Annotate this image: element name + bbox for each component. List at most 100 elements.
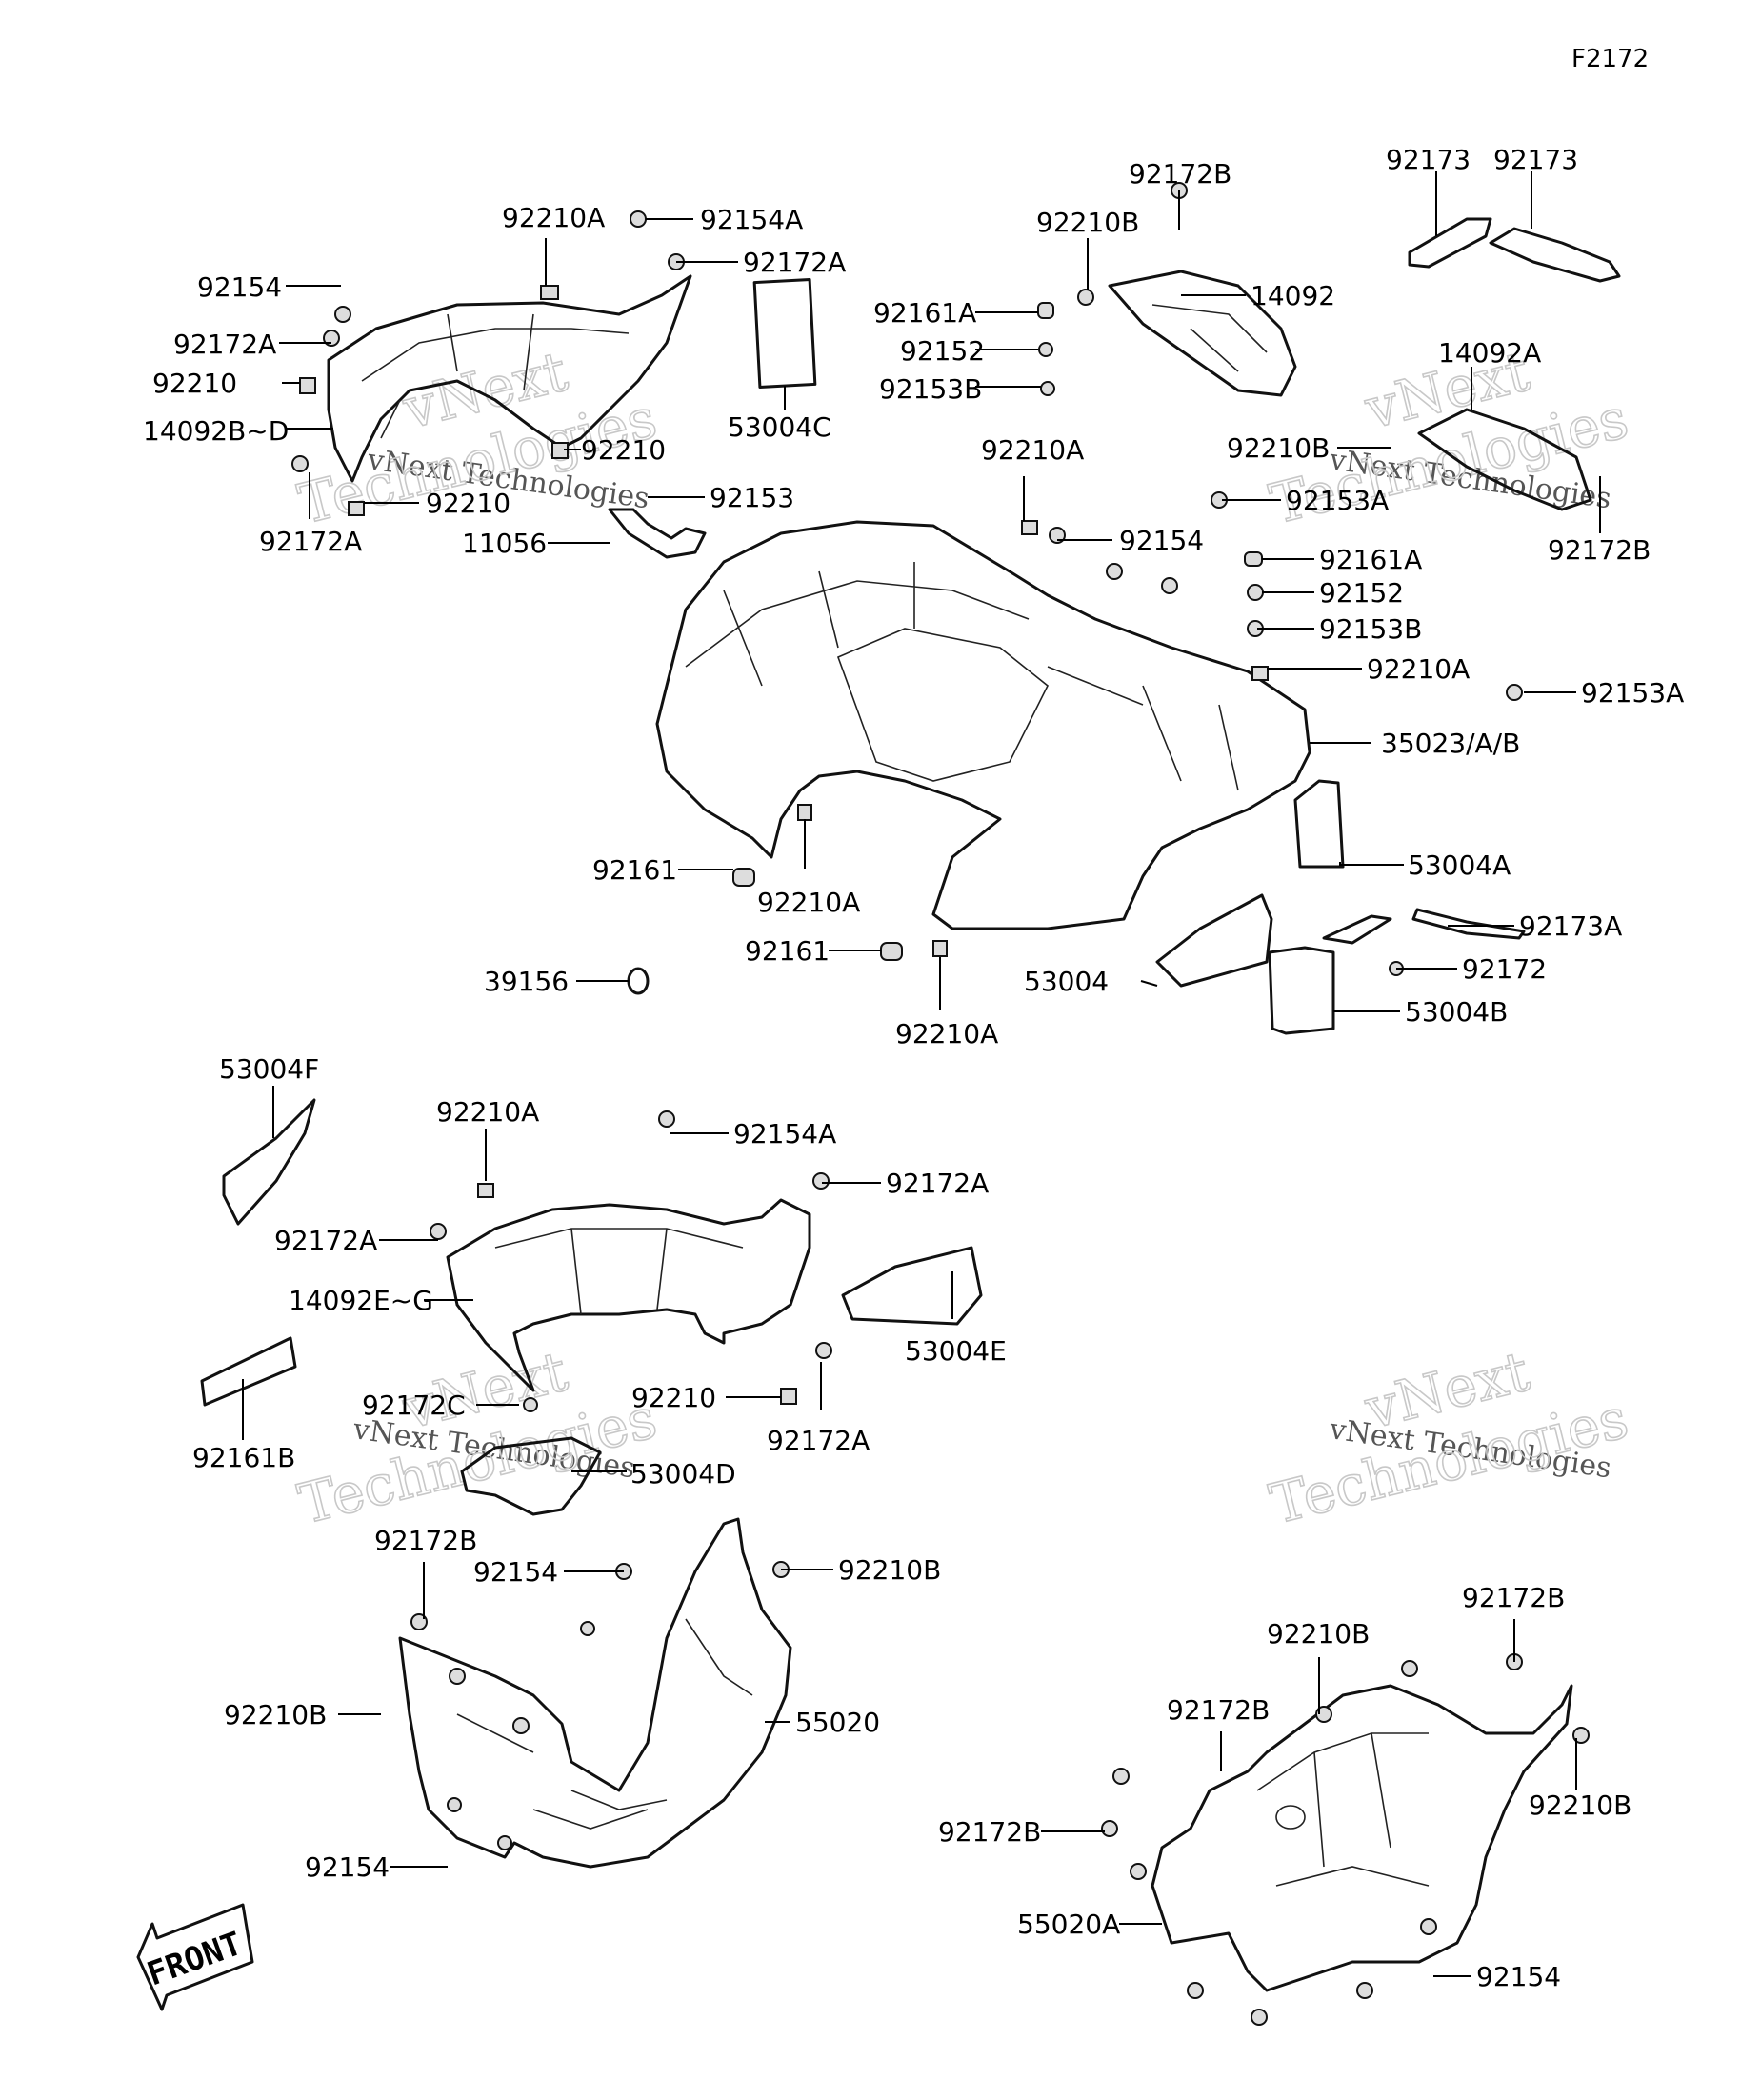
part-label: 53004E: [905, 1335, 1007, 1367]
screw-icon: [1161, 577, 1178, 594]
screw-icon: [1038, 342, 1053, 357]
pad-53004b: [1268, 946, 1335, 1035]
part-label: 92154A: [733, 1118, 836, 1150]
part-label: 53004A: [1408, 850, 1511, 881]
part-label: 92172A: [173, 329, 276, 360]
part-label: 92172A: [259, 526, 362, 557]
part-label: 11056: [462, 528, 547, 559]
part-label: 92210: [426, 488, 510, 519]
part-label: 92153A: [1581, 677, 1684, 709]
part-label: 14092B~D: [143, 415, 289, 447]
part-label: 92153: [710, 482, 794, 513]
part-label: 92152: [900, 335, 985, 367]
screw-icon: [1040, 381, 1055, 396]
part-label: 92172B: [1548, 534, 1651, 566]
part-label: 92210A: [895, 1018, 998, 1050]
screw-icon: [449, 1668, 466, 1685]
part-label: 92173A: [1519, 910, 1622, 942]
screw-icon: [1187, 1982, 1204, 1999]
front-arrow: FRONT: [136, 1903, 254, 2011]
part-label: 92173: [1493, 144, 1578, 175]
pad-53004e: [841, 1246, 983, 1326]
part-label: 92161B: [192, 1442, 295, 1473]
clip-icon: [348, 501, 365, 516]
pad-53004: [1155, 893, 1273, 988]
screw-icon: [447, 1797, 462, 1812]
clip-icon: [540, 285, 559, 300]
part-label: 92154: [305, 1851, 390, 1883]
screw-icon: [1506, 684, 1523, 701]
clip-icon: [932, 940, 948, 957]
screw-icon: [523, 1397, 538, 1412]
clip-icon: [1021, 520, 1038, 535]
mud-guard-14092a: [1417, 408, 1592, 511]
callout-labels: 92210A 92154A 92172A 92154 92172A 92210 …: [143, 144, 1684, 1992]
screw-icon: [430, 1223, 447, 1240]
part-label: 92210B: [1227, 432, 1330, 464]
pad-53004c: [752, 278, 817, 389]
clip-icon: [797, 804, 812, 821]
part-label: 92210A: [502, 202, 605, 233]
screw-icon: [812, 1172, 830, 1190]
clip-icon: [477, 1183, 494, 1198]
screw-icon: [1420, 1918, 1437, 1935]
part-label: 92172A: [886, 1168, 989, 1199]
part-label: 92152: [1319, 577, 1404, 609]
screw-icon: [658, 1110, 675, 1128]
part-label: 92161: [592, 854, 677, 886]
part-label: 92161A: [873, 297, 976, 329]
screw-icon: [1356, 1982, 1373, 1999]
footboard-left-55020: [398, 1517, 792, 1869]
watermark-middle-left: vNext vNext Technologies Technologies: [291, 1338, 664, 1538]
part-label: 39156: [484, 966, 569, 997]
inner-fender-rear-left: [327, 274, 692, 483]
part-label: 92172B: [374, 1525, 477, 1556]
diagram-code: F2172: [1571, 45, 1649, 73]
pad-53004d: [460, 1436, 602, 1516]
leader-lines: [242, 171, 1601, 1977]
screw-icon: [512, 1717, 530, 1734]
part-label: 92172A: [767, 1425, 870, 1456]
screw-icon: [1130, 1863, 1147, 1880]
rail-92173a: [1322, 908, 1526, 945]
screw-icon: [580, 1621, 595, 1636]
screw-icon: [1247, 584, 1264, 601]
part-label: 92153A: [1286, 485, 1389, 516]
screw-icon: [1401, 1660, 1418, 1677]
mud-guard-14092: [1108, 270, 1297, 397]
part-label: 92210B: [1267, 1618, 1370, 1650]
screw-icon: [291, 455, 309, 472]
part-label: 53004F: [219, 1053, 319, 1085]
ring-39156: [627, 967, 650, 995]
part-label: 53004C: [728, 411, 831, 443]
bracket-11056: [608, 508, 707, 559]
part-label: 92210A: [436, 1096, 539, 1128]
part-label: 92210B: [1036, 207, 1139, 238]
part-label: 92161A: [1319, 544, 1422, 575]
clip-icon: [780, 1388, 797, 1405]
clip-icon: [299, 377, 316, 394]
grommet-icon: [880, 942, 903, 961]
rail-92173-right: [1489, 227, 1621, 283]
rail-92173-left: [1408, 217, 1492, 269]
part-label: 92154: [1119, 525, 1204, 556]
part-label: 53004: [1024, 966, 1109, 997]
part-label: 92172B: [1129, 158, 1231, 190]
part-label: 14092: [1251, 280, 1335, 311]
watermark-middle-right: vNext vNext Technologies Technologies: [1263, 1338, 1635, 1538]
part-label: 92210: [581, 434, 666, 466]
screw-icon: [1251, 2009, 1268, 2026]
part-label: 92153B: [879, 373, 982, 405]
screw-icon: [630, 210, 647, 228]
screw-icon: [1077, 289, 1094, 306]
part-label: 92210B: [224, 1699, 327, 1730]
part-label: 92172B: [1462, 1582, 1565, 1613]
part-label: 92210A: [1367, 653, 1470, 685]
part-label: 92161: [745, 935, 830, 967]
part-label: 92210A: [757, 887, 860, 918]
part-label: 92153B: [1319, 613, 1422, 645]
part-label: 92172A: [274, 1225, 377, 1256]
screw-icon: [1101, 1820, 1118, 1837]
part-label: 92154: [473, 1556, 558, 1588]
